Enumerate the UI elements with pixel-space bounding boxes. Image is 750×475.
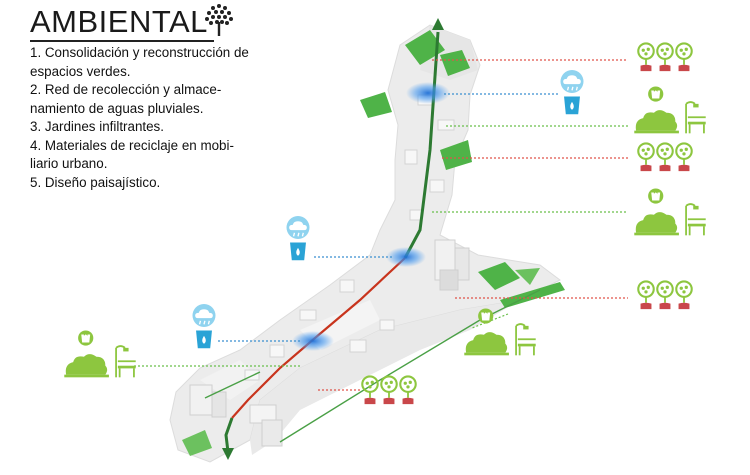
- leader-lines: [132, 59, 628, 391]
- tree-planting-icon: [637, 142, 693, 173]
- tree-planting-icon: [361, 375, 417, 406]
- tree-planting-icon: [637, 280, 693, 311]
- rain-collection-icon: [285, 216, 311, 261]
- list-item: 2. Red de recolección y almace-namiento …: [30, 82, 222, 116]
- water-nodes: [292, 82, 450, 351]
- list-item: 5. Diseño paisajístico.: [30, 174, 161, 190]
- tree-planting-icon: [637, 42, 693, 73]
- recycle-bench-icon: [63, 330, 137, 379]
- rain-collection-icon: [191, 304, 217, 349]
- page-title: AMBIENTAL: [30, 4, 208, 39]
- strategy-list: 1. Consolidación y reconstrucción de esp…: [30, 44, 260, 192]
- buildings: [189, 94, 470, 447]
- green-spaces: [182, 30, 565, 456]
- list-item: 3. Jardines infiltrantes.: [30, 119, 164, 134]
- title-underline: [30, 40, 214, 42]
- list-item: 4. Materiales de reciclaje en mobi-liari…: [30, 137, 234, 172]
- side-routes: [204, 289, 541, 443]
- rain-collection-icon: [559, 70, 585, 115]
- recycle-bench-icon: [633, 86, 707, 135]
- list-item: 1. Consolidación y reconstrucción de esp…: [30, 45, 249, 79]
- tree-icon: [205, 4, 233, 36]
- recycle-bench-icon: [633, 188, 707, 237]
